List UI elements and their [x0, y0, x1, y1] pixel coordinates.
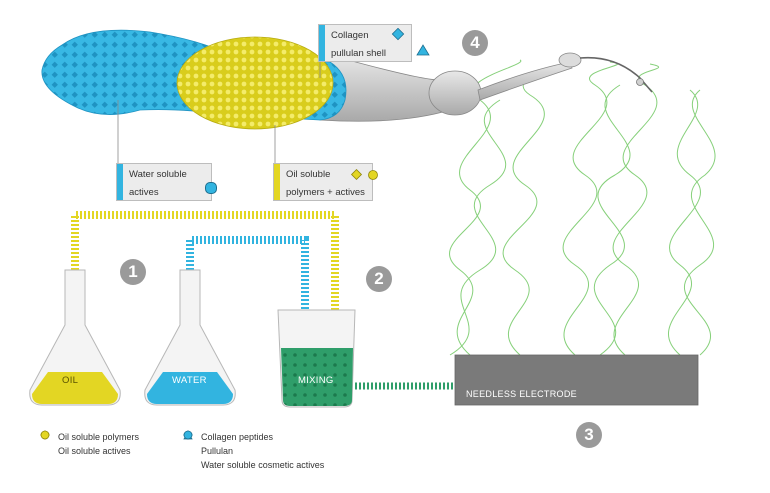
legend-water: Collagen peptides Pullulan Water soluble…: [183, 430, 324, 472]
water-label: WATER: [172, 375, 207, 386]
mixing-beaker: [277, 309, 356, 408]
nanofiber-streams: [449, 59, 716, 356]
step-4-number: 4: [470, 33, 480, 52]
oil-callout-line2: polymers + actives: [286, 187, 365, 198]
shell-callout-icons: [391, 28, 405, 41]
water-flask: [144, 269, 236, 406]
step-2-number: 2: [374, 269, 384, 288]
legend-text: Oil soluble actives: [58, 446, 131, 456]
oil-label: OIL: [62, 375, 79, 386]
shell-callout-line1: Collagen: [331, 30, 369, 41]
water-callout-line1: Water soluble: [129, 169, 187, 180]
yellow-diamond-icon: [350, 168, 363, 181]
legend-text: Water soluble cosmetic actives: [201, 460, 325, 470]
electrode-label: NEEDLESS ELECTRODE: [466, 389, 577, 399]
water-callout-line2: actives: [129, 187, 159, 198]
shell-triangle-icon: [416, 44, 430, 56]
step-3-badge: 3: [576, 422, 602, 448]
shell-callout-line2: pullulan shell: [331, 48, 386, 59]
yellow-circle-icon: [368, 170, 378, 180]
legend-item: Water soluble cosmetic actives: [183, 430, 325, 472]
step-4-badge: 4: [462, 30, 488, 56]
legend-item: Oil soluble polymers: [40, 430, 139, 444]
step-1-badge: 1: [120, 259, 146, 285]
legend-text: Pullulan: [201, 446, 234, 456]
oil-phase-core: [176, 36, 334, 130]
legend-item: Oil soluble actives: [40, 430, 139, 458]
legend-oil: Oil soluble polymers Oil soluble actives: [40, 430, 139, 458]
mixing-label: MIXING: [298, 375, 334, 386]
blue-diamond-icon: [391, 28, 405, 41]
step-1-number: 1: [128, 262, 138, 281]
legend-text: Oil soluble polymers: [58, 432, 140, 442]
oil-flask: [29, 269, 121, 406]
capsule-shell: [319, 52, 653, 122]
oil-callout-icons: [350, 168, 378, 181]
step-2-badge: 2: [366, 266, 392, 292]
step-3-number: 3: [584, 425, 594, 444]
blue-circle-icon: [205, 182, 217, 194]
water-callout: Water soluble actives: [116, 163, 212, 201]
oil-callout-line1: Oil soluble: [286, 169, 331, 180]
legend-item: Collagen peptides: [183, 430, 324, 444]
legend-item: Pullulan: [183, 431, 324, 458]
legend-text: Collagen peptides: [201, 432, 274, 442]
needless-electrode: [454, 354, 699, 406]
